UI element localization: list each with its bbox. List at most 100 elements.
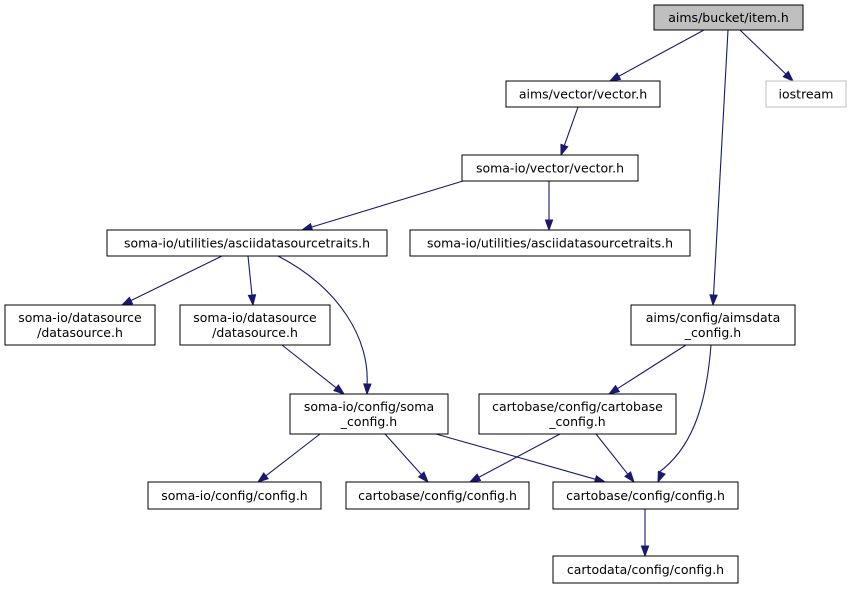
node-label: cartobase/config/cartobase — [492, 399, 663, 414]
node-box — [289, 393, 449, 435]
node-label: soma-io/datasource — [193, 310, 317, 325]
edge-line — [310, 180, 464, 228]
node-cartodata-config[interactable]: cartodata/config/config.h — [552, 555, 739, 584]
edge-datasource_b-to-soma_config — [281, 344, 346, 395]
edge-line — [563, 106, 579, 147]
edge-line — [739, 29, 787, 76]
node-cartobase-config-b[interactable]: cartobase/config/config.h — [552, 481, 739, 510]
node-label: aims/bucket/item.h — [668, 10, 789, 25]
edge-line — [595, 433, 629, 476]
edge-aimsdata_config-to-cartobase_config_cb — [607, 344, 687, 395]
node-label: _config.h — [340, 414, 397, 429]
node-ascii-traits-b[interactable]: soma-io/utilities/asciidatasourcetraits.… — [409, 229, 691, 257]
edge-line — [384, 433, 423, 476]
arrowhead-icon — [624, 471, 635, 484]
edge-somaio_vector_h-to-ascii_traits_a — [300, 180, 464, 232]
arrowhead-icon — [468, 473, 482, 483]
nodes-layer: aims/bucket/item.h aims/vector/vector.h io… — [4, 4, 847, 584]
node-label: soma-io/utilities/asciidatasourcetraits.… — [427, 236, 673, 251]
node-cartobase-config-cb[interactable]: cartobase/config/cartobase_config.h — [478, 393, 677, 435]
node-datasource-b[interactable]: soma-io/datasource/datasource.h — [179, 304, 331, 346]
node-aims-vector-h[interactable]: aims/vector/vector.h — [505, 80, 661, 108]
node-label: aims/vector/vector.h — [519, 87, 647, 102]
arrowhead-icon — [120, 296, 134, 306]
node-box — [552, 555, 739, 584]
node-box — [106, 229, 388, 257]
node-label: aims/config/aimsdata — [646, 310, 780, 325]
node-somaio-config-h[interactable]: soma-io/config/config.h — [147, 481, 322, 510]
node-label: soma-io/utilities/asciidatasourcetraits.… — [124, 236, 370, 251]
edge-cartobase_config_cb-to-cartobase_config_b — [595, 433, 635, 484]
edge-somaio_vector_h-to-ascii_traits_b — [544, 181, 554, 232]
node-box — [478, 393, 677, 435]
edge-item_h-to-iostream — [739, 29, 795, 83]
arrowhead-icon — [417, 471, 429, 484]
edge-line — [616, 344, 687, 390]
edge-line — [129, 255, 223, 302]
node-label: soma-io/vector/vector.h — [476, 161, 624, 176]
edge-ascii_traits_a-to-datasource_b — [247, 255, 257, 307]
node-label: soma-io/config/config.h — [161, 488, 307, 503]
node-box — [461, 154, 639, 182]
node-box — [4, 304, 156, 346]
edge-soma_config-to-cartobase_config_a — [384, 433, 429, 484]
node-soma-config[interactable]: soma-io/config/soma_config.h — [289, 393, 449, 435]
arrowhead-icon — [608, 72, 622, 82]
edge-line — [657, 344, 712, 474]
node-box — [409, 229, 691, 257]
node-box — [345, 481, 530, 510]
arrowhead-icon — [300, 222, 314, 232]
node-label: cartobase/config/config.h — [358, 488, 517, 503]
edge-cartobase_config_cb-to-cartobase_config_a — [468, 433, 561, 483]
edge-ascii_traits_a-to-soma_config — [277, 255, 372, 396]
edge-aimsdata_config-to-cartobase_config_b — [657, 344, 712, 484]
node-label: cartobase/config/config.h — [566, 488, 725, 503]
arrowhead-icon — [640, 545, 650, 558]
edge-line — [281, 344, 338, 389]
arrowhead-icon — [709, 294, 718, 307]
edge-line — [617, 29, 705, 78]
node-label: _config.h — [684, 325, 741, 340]
arrowhead-icon — [560, 143, 569, 157]
edge-line — [712, 29, 729, 297]
edge-item_h-to-aimsdata_config — [709, 29, 729, 307]
node-box — [630, 304, 796, 346]
node-label: /datasource.h — [37, 325, 123, 340]
edge-line — [477, 433, 561, 479]
node-item-h[interactable]: aims/bucket/item.h — [653, 4, 804, 31]
node-label: cartodata/config/config.h — [567, 562, 724, 577]
node-box — [653, 4, 804, 31]
arrowhead-icon — [363, 383, 372, 396]
edge-line — [264, 433, 321, 477]
node-label: /datasource.h — [212, 325, 298, 340]
edge-line — [277, 255, 368, 386]
edge-soma_config-to-cartobase_config_b — [435, 433, 607, 484]
arrowhead-icon — [247, 294, 257, 307]
edge-ascii_traits_a-to-datasource_a — [120, 255, 223, 306]
edge-cartobase_config_b-to-cartodata_config — [640, 509, 650, 558]
node-label: soma-io/datasource — [18, 310, 142, 325]
node-iostream[interactable]: iostream — [765, 80, 847, 108]
edge-soma_config-to-somaio_config_h — [256, 433, 321, 483]
node-box — [765, 80, 847, 108]
node-box — [552, 481, 739, 510]
node-aimsdata-config[interactable]: aims/config/aimsdata_config.h — [630, 304, 796, 346]
arrowhead-icon — [256, 472, 269, 483]
node-cartobase-config-a[interactable]: cartobase/config/config.h — [345, 481, 530, 510]
arrowhead-icon — [333, 384, 346, 395]
edge-aims_vector_h-to-somaio_vector_h — [560, 106, 579, 157]
edge-line — [247, 255, 253, 297]
arrowhead-icon — [657, 470, 666, 484]
node-ascii-traits-a[interactable]: soma-io/utilities/asciidatasourcetraits.… — [106, 229, 388, 257]
arrowhead-icon — [607, 384, 621, 395]
node-datasource-a[interactable]: soma-io/datasource/datasource.h — [4, 304, 156, 346]
node-box — [505, 80, 661, 108]
edge-item_h-to-aims_vector_h — [608, 29, 705, 82]
node-box — [147, 481, 322, 510]
edges-layer — [120, 29, 795, 558]
node-somaio-vector-h[interactable]: soma-io/vector/vector.h — [461, 154, 639, 182]
arrowhead-icon — [544, 219, 554, 232]
node-box — [179, 304, 331, 346]
node-label: _config.h — [548, 414, 605, 429]
